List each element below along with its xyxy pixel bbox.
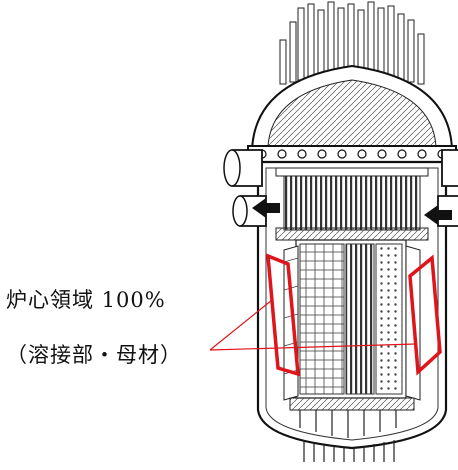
bottom-instrument-tubes	[303, 440, 395, 462]
leader-lines	[209, 299, 417, 351]
core-region	[283, 239, 421, 401]
inlet-nozzle-left	[232, 195, 267, 227]
core-region-highlight-right	[408, 254, 442, 376]
lower-internals	[289, 397, 415, 438]
closure-head	[247, 64, 457, 163]
outlet-nozzle-right	[441, 149, 458, 187]
arrow-left-icon	[252, 198, 280, 218]
arrow-left-icon	[424, 205, 452, 225]
core-region-label: 炉心領域 100%	[6, 288, 166, 312]
weld-base-material-label: （溶接部・母材）	[6, 343, 182, 367]
core-region-highlight-left	[266, 253, 300, 377]
control-rod-drive-housings	[279, 1, 425, 85]
outlet-nozzle-left	[223, 149, 263, 187]
upper-internals	[275, 167, 429, 241]
